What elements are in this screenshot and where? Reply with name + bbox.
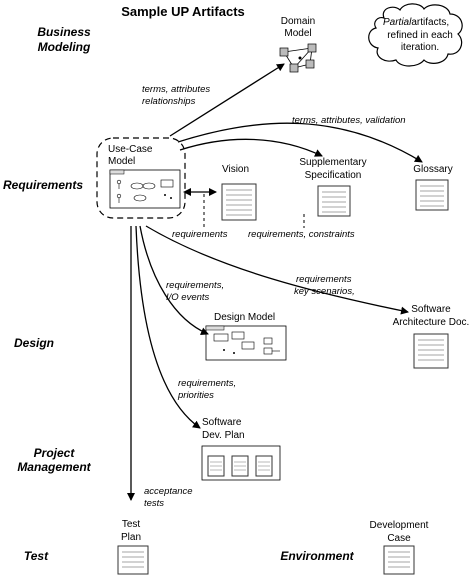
svg-text:requirements: requirements (296, 274, 352, 285)
discipline-design: Design (14, 336, 54, 350)
svg-text:requirements,: requirements, (166, 280, 224, 291)
test-plan-artifact: Test Plan (117, 519, 149, 575)
flow-arrows (127, 63, 423, 501)
svg-text:Case: Case (387, 533, 411, 544)
development-case-artifact: Development Case (370, 520, 429, 575)
flow-label-domain-model: terms, attributes relationships (142, 84, 210, 107)
domain-model-icon (279, 43, 317, 73)
flow-label-test-plan: acceptance tests (144, 486, 193, 509)
svg-text:Software: Software (411, 304, 451, 315)
domain-model-artifact: Domain Model (279, 16, 317, 73)
flow-label-dev-plan: requirements, priorities (177, 378, 236, 401)
svg-text:Domain: Domain (281, 16, 315, 27)
flow-label-supplementary: requirements, constraints (248, 229, 355, 240)
diagram-title: Sample UP Artifacts (121, 4, 245, 19)
discipline-project-management: Project Management (17, 446, 91, 474)
svg-text:Software: Software (202, 417, 242, 428)
arrow-to-supplementary (179, 138, 323, 157)
svg-text:requirements,: requirements, (178, 378, 236, 389)
discipline-business-modeling: Business Modeling (37, 25, 91, 54)
svg-text:Supplementary: Supplementary (299, 157, 366, 168)
supplementary-specification-artifact: Supplementary Specification (299, 157, 367, 217)
svg-text:Specification: Specification (305, 170, 362, 181)
svg-text:I/O events: I/O events (166, 292, 210, 303)
discipline-requirements: Requirements (3, 178, 83, 192)
svg-text:Plan: Plan (121, 532, 141, 543)
flow-label-design-model: requirements, I/O events (166, 280, 224, 303)
design-model-artifact: Design Model (205, 312, 287, 361)
discipline-environment: Environment (280, 549, 354, 563)
arrow-to-domain-model (169, 63, 285, 137)
svg-text:Development: Development (370, 520, 429, 531)
svg-text:terms, attributes: terms, attributes (142, 84, 210, 95)
arrow-to-architecture (145, 225, 409, 315)
svg-text:Model: Model (284, 28, 311, 39)
svg-text:Modeling: Modeling (38, 40, 91, 54)
svg-text:Test: Test (122, 519, 141, 530)
svg-text:acceptance: acceptance (144, 486, 193, 497)
vision-artifact: Vision (221, 164, 257, 221)
use-case-model-artifact: Use-Case Model (96, 137, 186, 219)
svg-text:Management: Management (17, 460, 91, 474)
svg-text:priorities: priorities (177, 390, 214, 401)
svg-text:Use-Case: Use-Case (108, 144, 153, 155)
svg-text:Dev. Plan: Dev. Plan (202, 430, 245, 441)
partial-artifacts-cloud: Partialartifacts, refined in each iterat… (368, 3, 463, 67)
software-architecture-doc-artifact: Software Architecture Doc. (393, 304, 470, 369)
svg-text:iteration.: iteration. (401, 42, 439, 53)
svg-text:Vision: Vision (222, 164, 249, 175)
svg-text:Architecture Doc.: Architecture Doc. (393, 317, 470, 328)
discipline-test: Test (24, 549, 49, 563)
svg-text:Project: Project (34, 446, 76, 460)
svg-text:key scenarios,: key scenarios, (294, 286, 355, 297)
flow-label-architecture: requirements key scenarios, (294, 274, 355, 297)
svg-text:relationships: relationships (142, 96, 196, 107)
svg-text:Design Model: Design Model (214, 312, 275, 323)
arrow-to-dev-plan (135, 225, 201, 429)
glossary-artifact: Glossary (413, 164, 453, 211)
software-dev-plan-artifact: Software Dev. Plan (201, 417, 281, 481)
svg-text:Business: Business (37, 25, 91, 39)
svg-text:tests: tests (144, 498, 164, 509)
arrow-to-design-model (139, 225, 209, 335)
arrow-to-glossary (177, 122, 423, 163)
flow-label-glossary: terms, attributes, validation (292, 115, 406, 126)
svg-text:Glossary: Glossary (413, 164, 452, 175)
use-case-diagram-icon (109, 169, 181, 209)
svg-text:Model: Model (108, 156, 135, 167)
flow-label-vision: requirements (172, 229, 228, 240)
svg-text:refined in each: refined in each (387, 30, 453, 41)
svg-text:Partialartifacts,: Partialartifacts, (383, 17, 449, 28)
